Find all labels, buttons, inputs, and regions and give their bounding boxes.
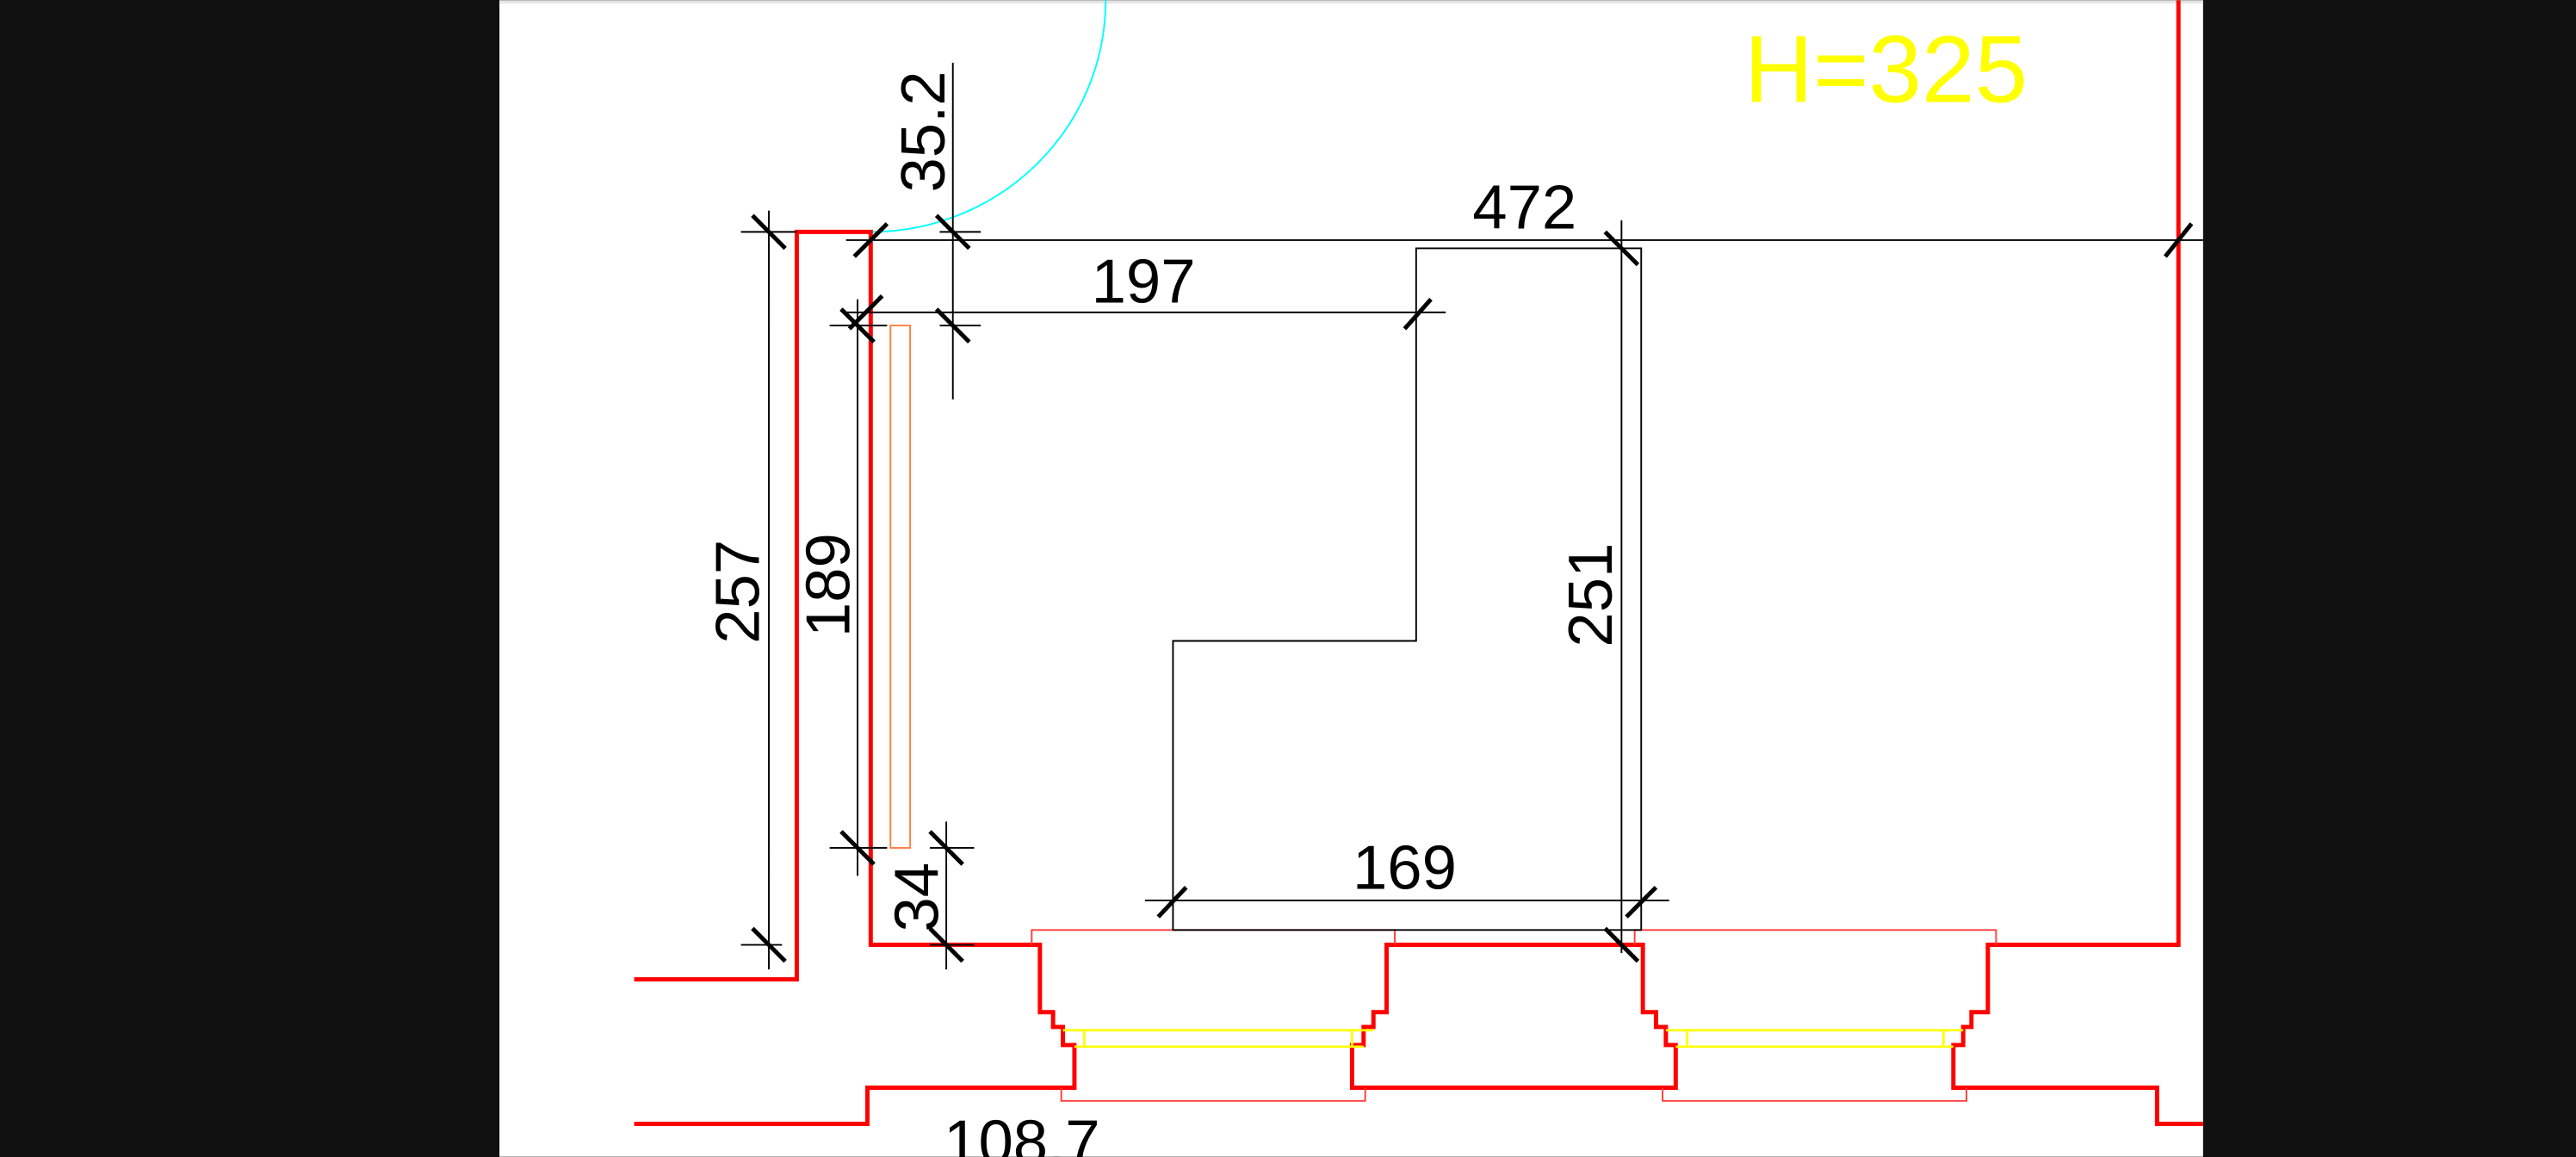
wall-segment-middle (1349, 943, 1678, 1091)
dimension-169: 169 (1353, 833, 1457, 903)
wall-segment-right (1951, 0, 2203, 1126)
floor-plan (634, 0, 2203, 1126)
dimension-257: 257 (703, 540, 773, 644)
window-glass-1 (1062, 1029, 1374, 1049)
drawing-page[interactable] (499, 0, 2203, 1157)
dimension-ticks (751, 213, 2194, 963)
room-furniture-outline (1172, 247, 1643, 931)
page-top-shadow (499, 0, 2203, 4)
dimension-251: 251 (1556, 543, 1625, 647)
window-opening-2 (1633, 929, 1997, 1102)
radiator (889, 325, 912, 849)
ceiling-height-label: H=325 (1744, 17, 2028, 123)
wall-outline-inner (634, 229, 1077, 1126)
door-swing-arc (870, 0, 1107, 233)
dimension-35-2: 35.2 (889, 71, 958, 192)
dimension-472: 472 (1472, 173, 1576, 243)
dimension-197: 197 (1092, 246, 1196, 316)
window-glass-2 (1665, 1029, 1964, 1049)
dimension-34: 34 (882, 863, 952, 932)
dimension-189: 189 (794, 533, 864, 637)
dimension-108-7: 108.7 (944, 1107, 1099, 1157)
